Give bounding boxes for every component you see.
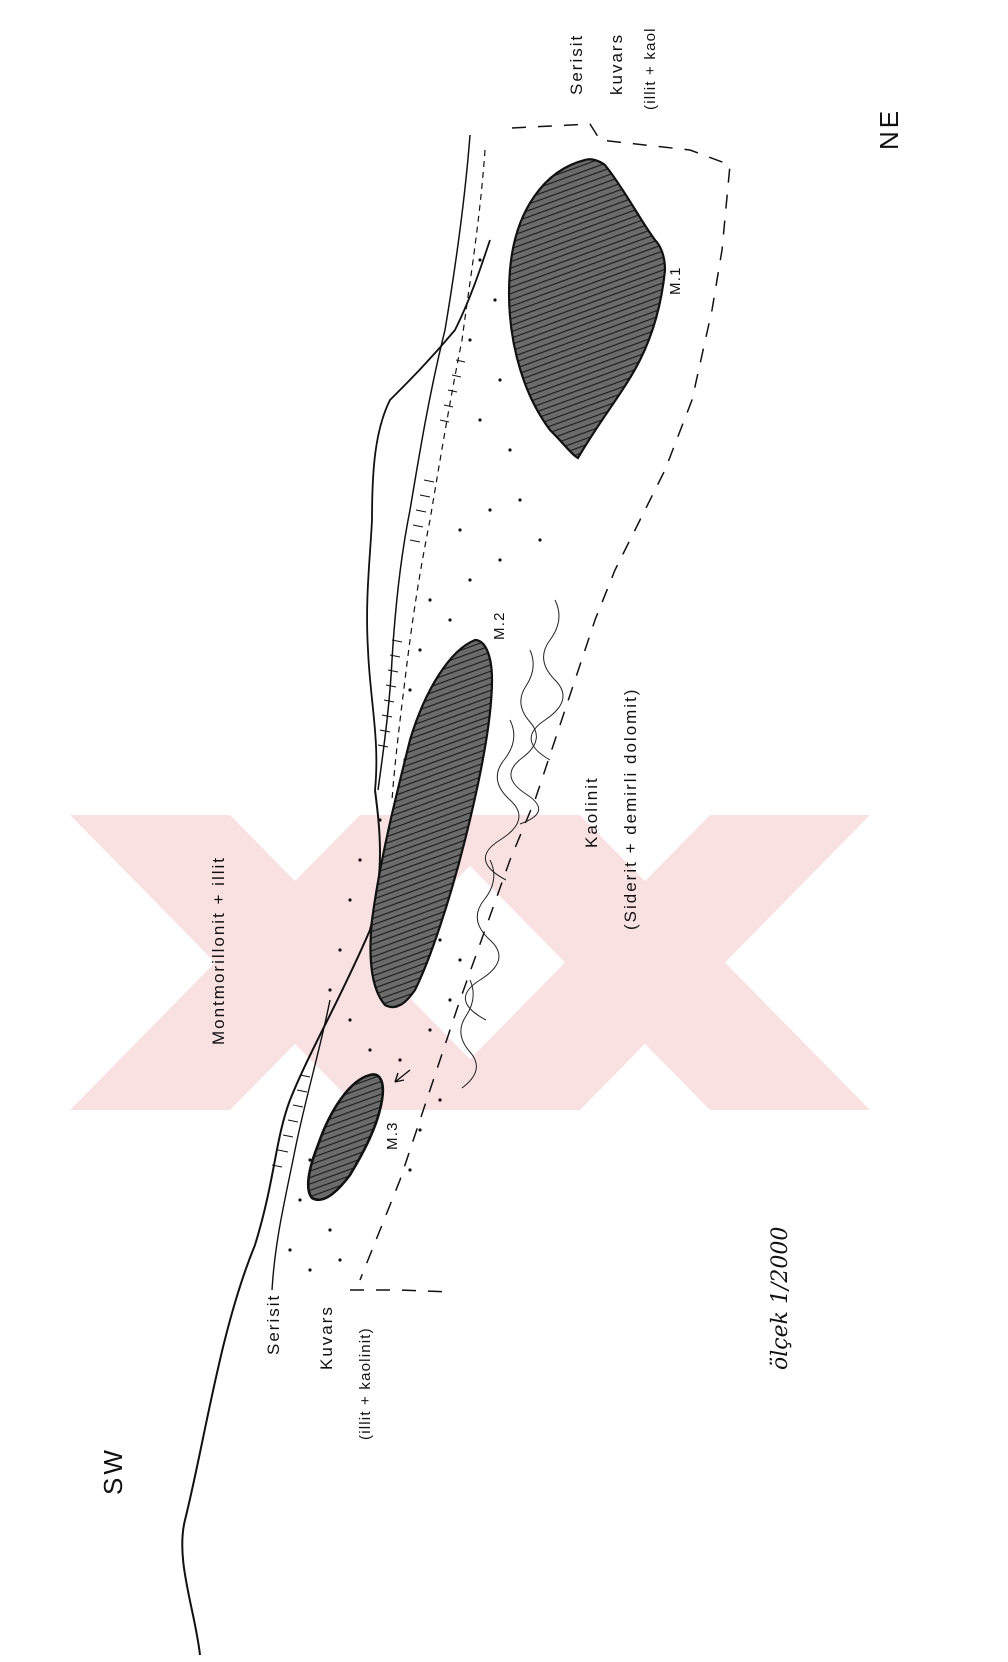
center-unit-detail-label: (Siderit + demirli dolomit) bbox=[622, 688, 639, 930]
bottom-left-label-illit-kaolinit: (illit + kaolinit) bbox=[358, 1327, 373, 1440]
top-right-label-kuvars: kuvars bbox=[608, 33, 625, 95]
bottom-left-label-serisit: Serisit bbox=[265, 1294, 282, 1355]
lens-label-m2: M.2 bbox=[492, 611, 507, 640]
bottom-left-label-kuvars: Kuvars bbox=[318, 1305, 335, 1370]
direction-label-ne: NE bbox=[876, 108, 902, 150]
ore-lens-m1 bbox=[509, 159, 665, 458]
top-right-label-serisit: Serisit bbox=[568, 34, 585, 95]
ore-lens-m3 bbox=[308, 1074, 383, 1199]
direction-label-sw: SW bbox=[100, 1447, 126, 1495]
top-right-label-illit: (illit + kaol bbox=[643, 27, 658, 110]
center-unit-label: Kaolinit bbox=[583, 776, 600, 848]
lens-label-m3: M.3 bbox=[385, 1121, 400, 1150]
lens-label-m1: M.1 bbox=[668, 266, 683, 295]
scale-label: ölçek 1/2000 bbox=[770, 1227, 792, 1370]
upper-unit-label: Montmorillonit + illit bbox=[210, 856, 227, 1045]
watermark bbox=[70, 815, 870, 1110]
